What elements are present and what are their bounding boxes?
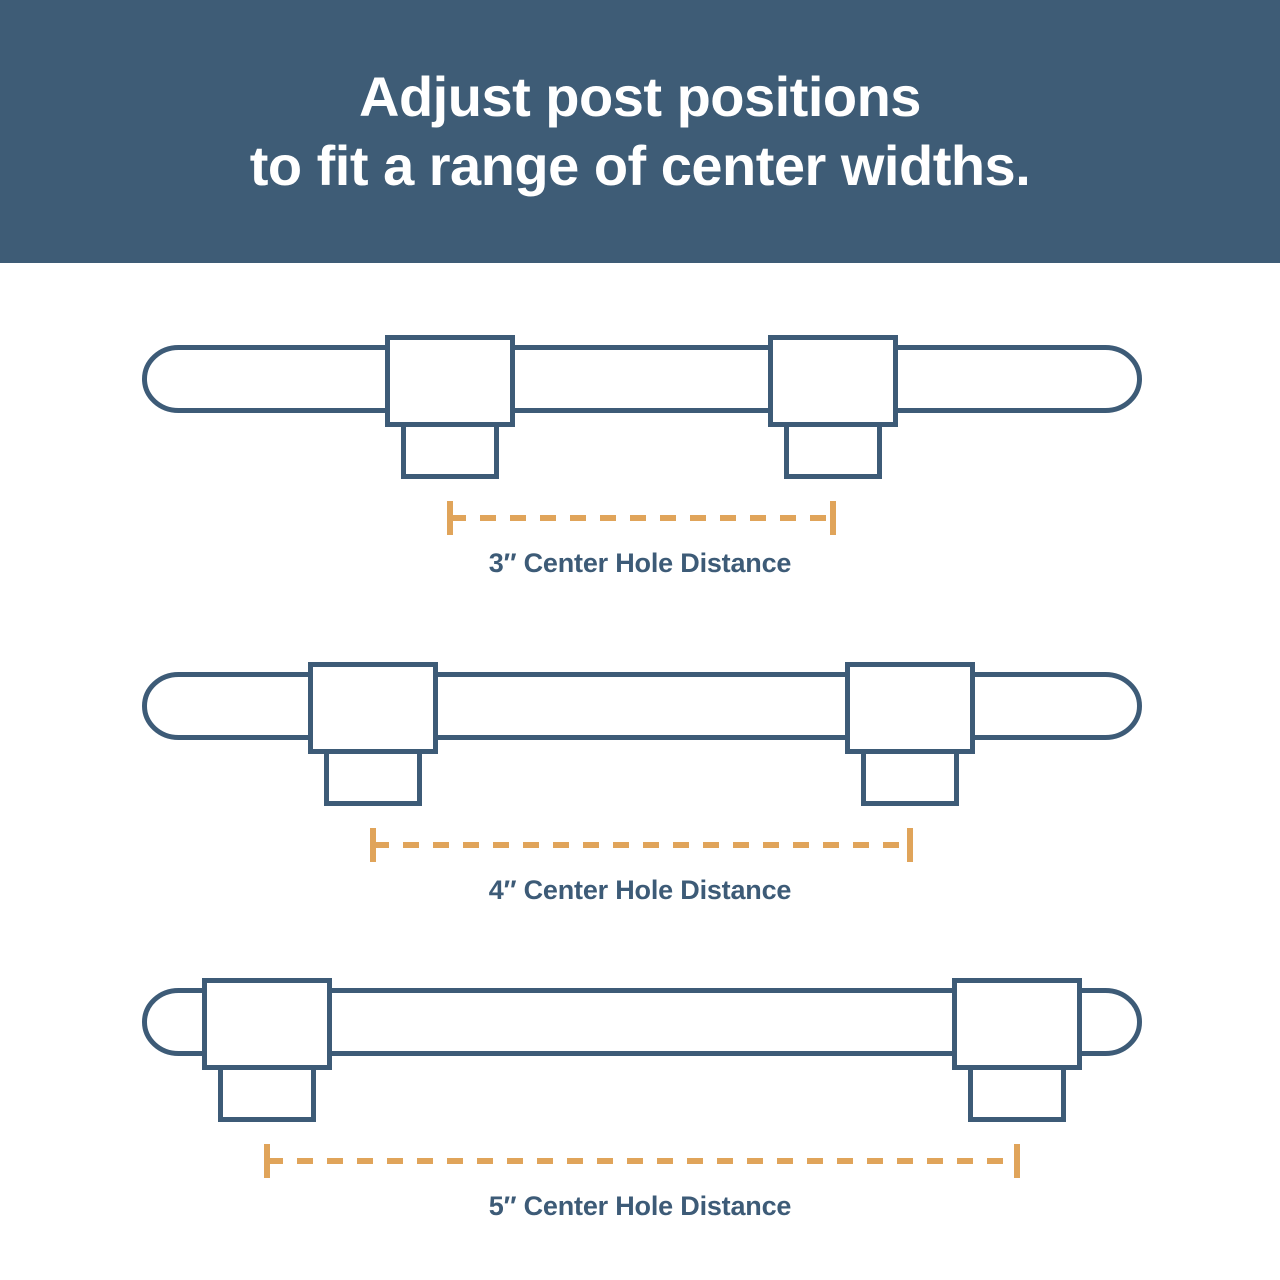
handle-post-2 — [768, 335, 898, 427]
center-hole-distance-label: 4″ Center Hole Distance — [488, 875, 792, 905]
diagrams-area: 3″ Center Hole Distance 4″ Center Hole D… — [0, 263, 1280, 1280]
handle-drawing — [142, 978, 1142, 1178]
mounting-block-2 — [968, 1070, 1066, 1122]
center-hole-distance-label: 3″ Center Hole Distance — [488, 548, 792, 578]
handle-bar — [142, 672, 1142, 740]
handle-drawing — [142, 335, 1142, 535]
mounting-block-2 — [784, 427, 882, 479]
handle-diagram-5-inch: 5″ Center Hole Distance — [0, 906, 1280, 1280]
mounting-block-1 — [401, 427, 499, 479]
handle-bar — [142, 345, 1142, 413]
mounting-block-1 — [324, 754, 422, 806]
handle-post-1 — [308, 662, 438, 754]
handle-post-2 — [845, 662, 975, 754]
handle-bar — [142, 988, 1142, 1056]
handle-drawing — [142, 662, 1142, 862]
center-hole-distance-label: 5″ Center Hole Distance — [488, 1191, 792, 1221]
mounting-block-1 — [218, 1070, 316, 1122]
handle-diagram-3-inch: 3″ Center Hole Distance — [0, 263, 1280, 603]
headline-line-1: Adjust post positions — [359, 65, 921, 129]
handle-post-1 — [385, 335, 515, 427]
handle-diagram-4-inch: 4″ Center Hole Distance — [0, 590, 1280, 930]
handle-post-2 — [952, 978, 1082, 1070]
mounting-block-2 — [861, 754, 959, 806]
header-banner: Adjust post positions to fit a range of … — [0, 0, 1280, 263]
headline-line-2: to fit a range of center widths. — [249, 133, 1031, 197]
handle-post-1 — [202, 978, 332, 1070]
